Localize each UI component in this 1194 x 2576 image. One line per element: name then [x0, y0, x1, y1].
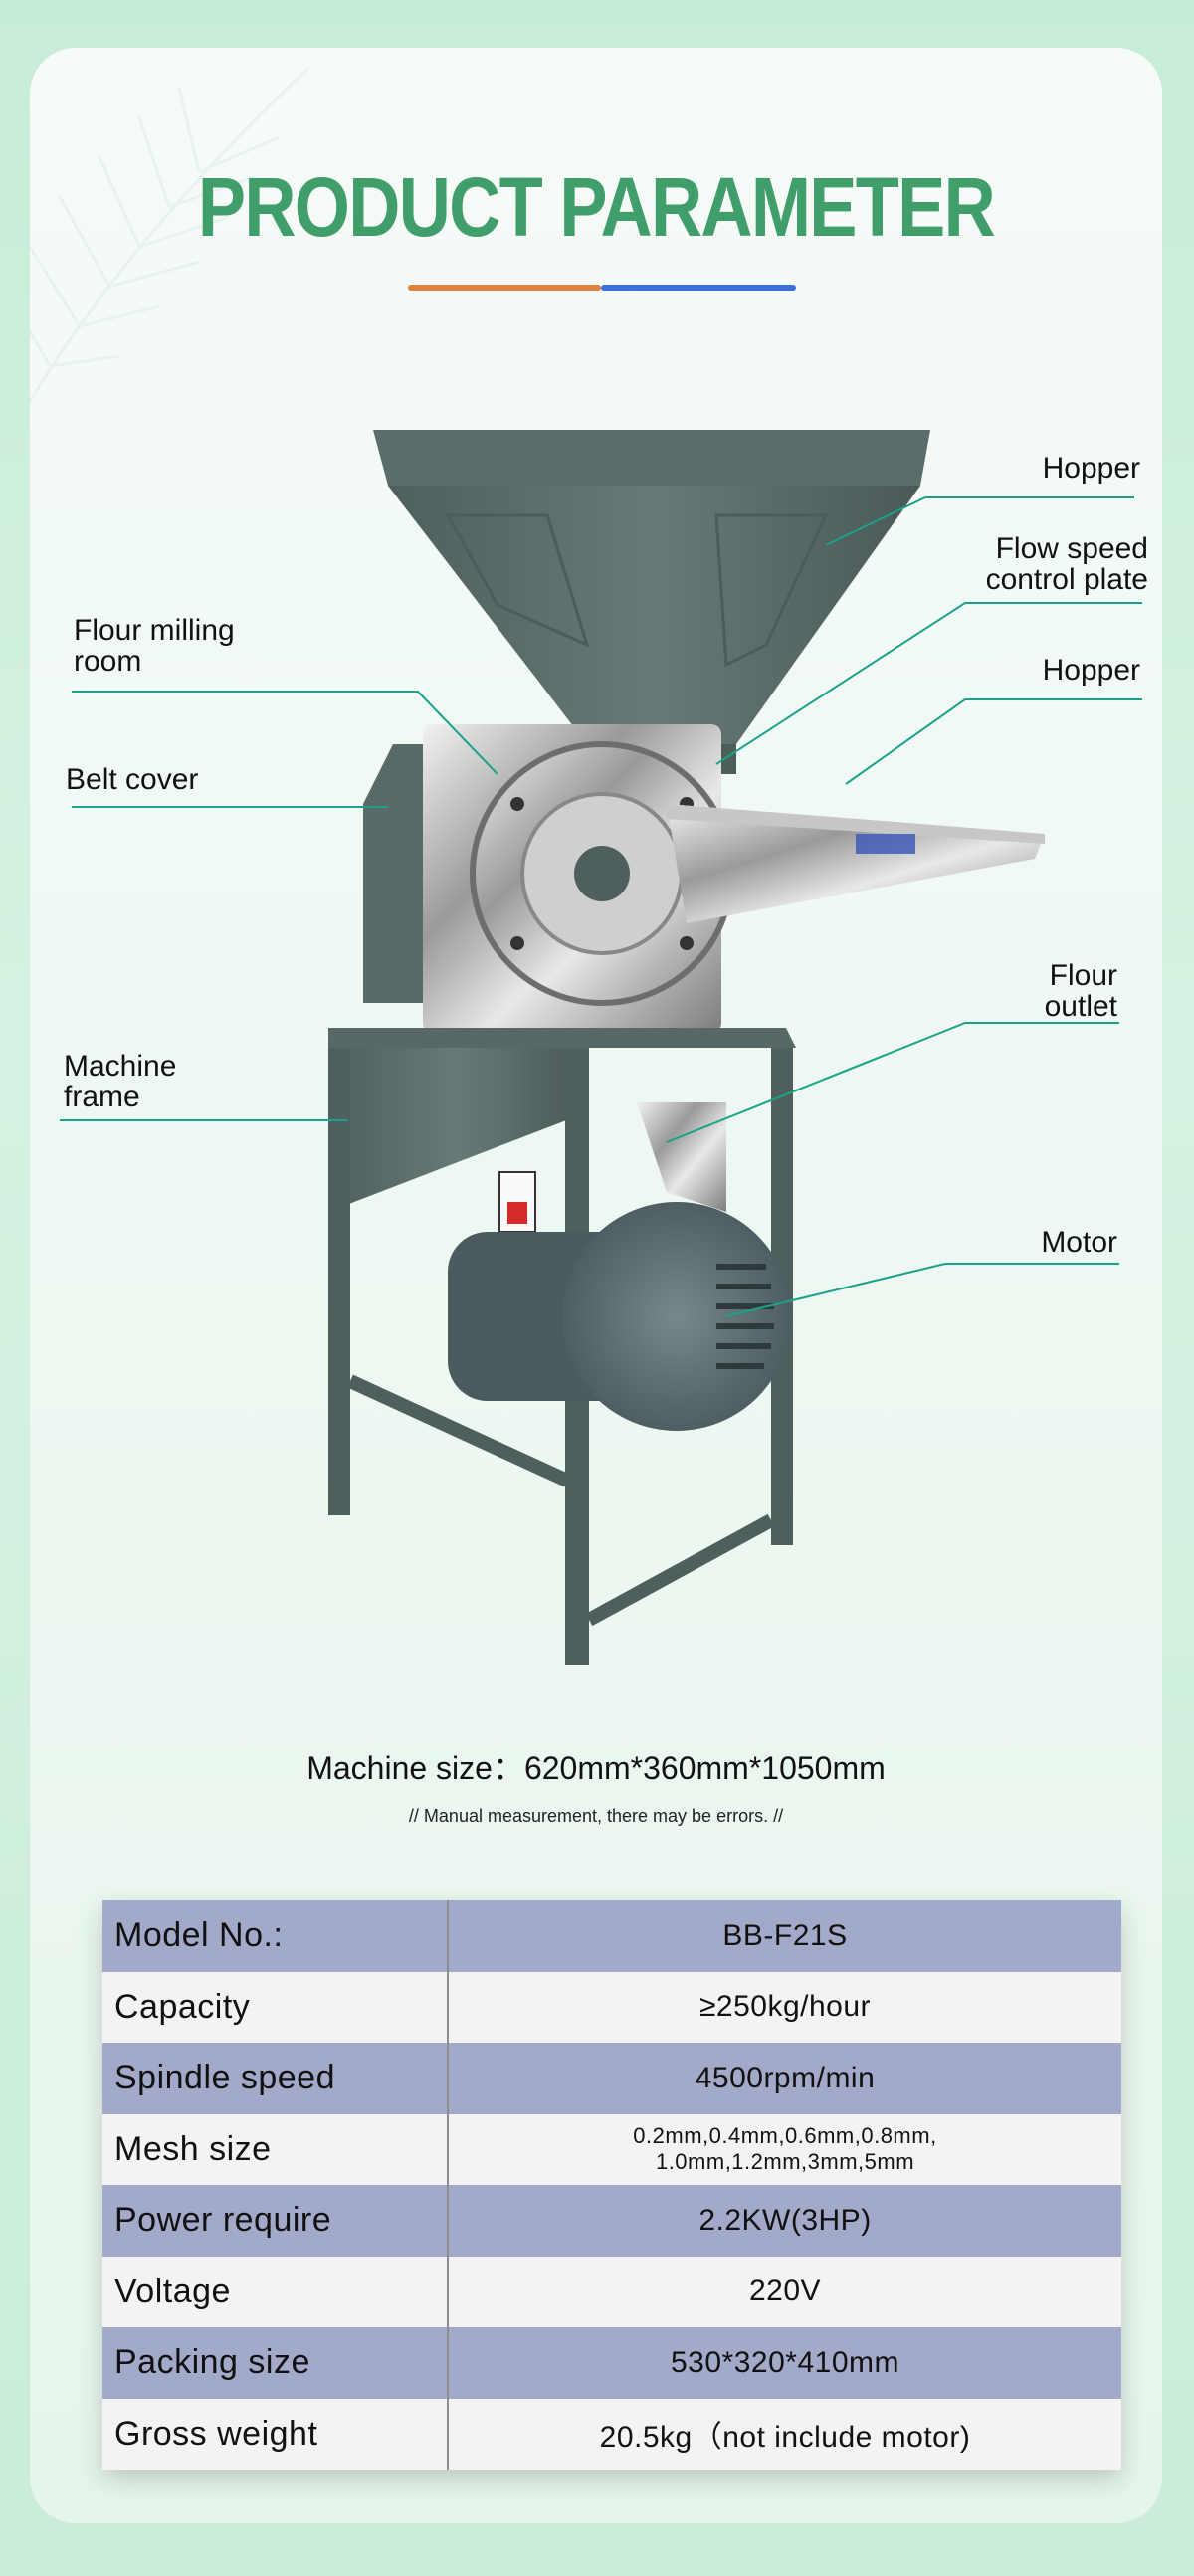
spec-label-gross-weight: Gross weight: [102, 2398, 449, 2470]
spec-table: Model No.: BB-F21S Capacity ≥250kg/hour …: [102, 1900, 1121, 2470]
callout-lines: [60, 496, 1142, 1317]
spec-value-gross-weight: 20.5kg（not include motor): [448, 2398, 1121, 2470]
top-hopper: [373, 430, 930, 774]
spec-value-power: 2.2KW(3HP): [448, 2185, 1121, 2257]
machine-illustration: [60, 430, 1142, 1665]
spec-label-power: Power require: [102, 2185, 449, 2257]
callout-hopper-top: Hopper: [1042, 452, 1140, 485]
page-title: PRODUCT PARAMETER: [197, 160, 996, 254]
flour-outlet-chute: [637, 1102, 726, 1212]
callout-machine-frame: Machine frame: [64, 1050, 177, 1113]
spec-value-capacity: ≥250kg/hour: [448, 1971, 1121, 2043]
spec-label-spindle-speed: Spindle speed: [102, 2043, 449, 2114]
machine-size: Machine size：620mm*360mm*1050mm: [306, 1750, 886, 1786]
title-divider-orange: [408, 285, 601, 291]
callout-flour-outlet: Flour outlet: [1044, 959, 1117, 1023]
measurement-note: // Manual measurement, there may be erro…: [408, 1806, 784, 1826]
side-hopper-tray: [667, 804, 1045, 923]
table-row: Spindle speed 4500rpm/min: [102, 2043, 1121, 2114]
spec-value-spindle-speed: 4500rpm/min: [448, 2043, 1121, 2114]
spec-label-model: Model No.:: [102, 1900, 449, 1972]
callout-belt-cover: Belt cover: [66, 763, 199, 796]
callout-flow-speed-control-plate: Flow speed control plate: [985, 532, 1148, 596]
palm-leaf-decoration: [30, 66, 310, 405]
callout-motor: Motor: [1041, 1226, 1117, 1259]
table-row: Power require 2.2KW(3HP): [102, 2185, 1121, 2257]
table-row: Capacity ≥250kg/hour: [102, 1971, 1121, 2043]
table-row: Packing size 530*320*410mm: [102, 2327, 1121, 2399]
table-row: Mesh size 0.2mm,0.4mm,0.6mm,0.8mm, 1.0mm…: [102, 2113, 1121, 2185]
machine-frame: [328, 1028, 796, 1665]
spec-label-voltage: Voltage: [102, 2256, 449, 2327]
callout-flour-milling-room: Flour milling room: [74, 614, 235, 678]
spec-label-mesh-size: Mesh size: [102, 2113, 449, 2185]
table-row: Voltage 220V: [102, 2256, 1121, 2327]
spec-value-packing-size: 530*320*410mm: [448, 2327, 1121, 2399]
title-divider-blue: [601, 285, 796, 291]
spec-value-voltage: 220V: [448, 2256, 1121, 2327]
motor: [448, 1202, 791, 1431]
spec-value-mesh-size: 0.2mm,0.4mm,0.6mm,0.8mm, 1.0mm,1.2mm,3mm…: [448, 2113, 1121, 2185]
table-row: Model No.: BB-F21S: [102, 1900, 1121, 1972]
spec-label-packing-size: Packing size: [102, 2327, 449, 2399]
spec-label-capacity: Capacity: [102, 1971, 449, 2043]
spec-value-model: BB-F21S: [448, 1900, 1121, 1972]
table-row: Gross weight 20.5kg（not include motor): [102, 2398, 1121, 2470]
product-card: PRODUCT PARAMETER: [30, 48, 1162, 2523]
callout-hopper-side: Hopper: [1042, 654, 1140, 687]
